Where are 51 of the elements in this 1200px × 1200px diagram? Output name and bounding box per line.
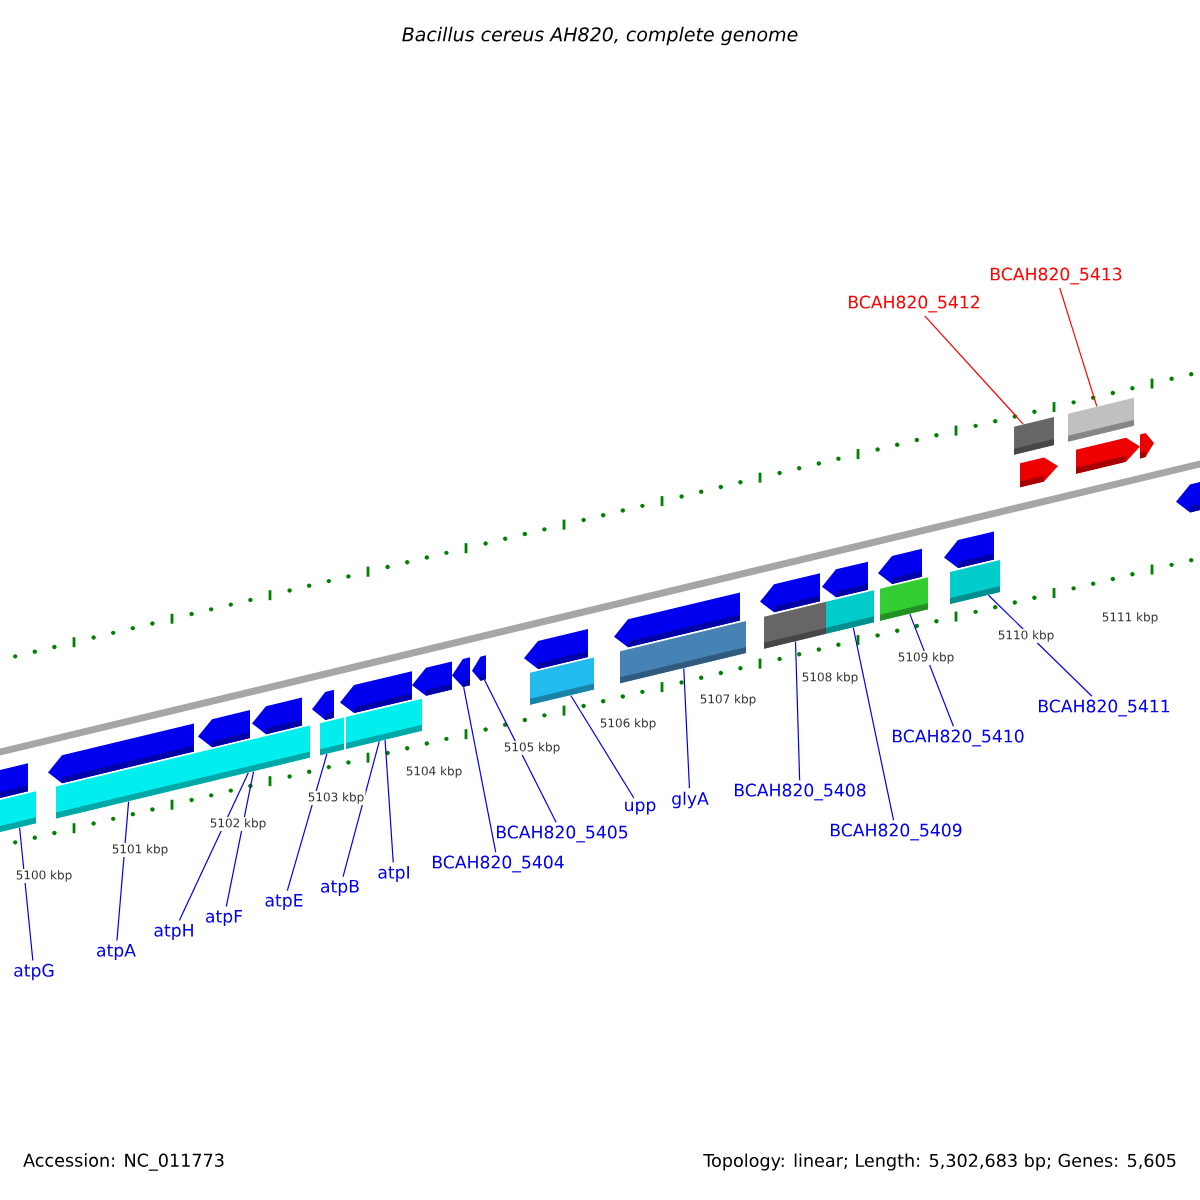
leader-line [570, 694, 635, 799]
gene-label: atpF [206, 910, 243, 927]
leader-line [1059, 287, 1098, 407]
gene-label: BCAH820_5404 [433, 855, 564, 873]
gene-box [826, 590, 874, 634]
leader-line [483, 679, 557, 823]
leader-line [178, 772, 249, 922]
gene-label: atpH [154, 924, 193, 941]
gene-label: BCAH820_5408 [735, 783, 866, 801]
gene-box [950, 560, 1000, 604]
gene-box [320, 717, 344, 756]
gene-box [620, 620, 746, 684]
gene-box [56, 751, 204, 819]
gene-box [204, 725, 310, 784]
gene-feature [472, 655, 486, 681]
gene-box [880, 577, 928, 621]
footer-text: Topology: linear; Length: 5,302,683 bp; Genes: 5,605 [703, 1153, 1176, 1171]
gene-label: glyA [672, 791, 709, 809]
leader-line [225, 771, 255, 908]
gene-box [1068, 397, 1134, 442]
leader-line [683, 667, 691, 789]
leader-line [463, 686, 497, 853]
gene-box [530, 657, 594, 705]
leader-line [19, 827, 34, 962]
leader-line [384, 739, 394, 864]
gene-label: BCAH820_5409 [831, 823, 962, 841]
gene-label: BCAH820_5412 [849, 295, 979, 313]
leader-line [342, 740, 380, 878]
leader-line [987, 594, 1093, 697]
leader-line [909, 613, 955, 727]
gene-label: atpI [378, 866, 409, 883]
gene-label: BCAH820_5411 [1039, 699, 1170, 717]
leader-line [794, 640, 801, 781]
gene-label: atpB [321, 880, 359, 897]
gene-label: atpG [14, 963, 54, 981]
leader-line [116, 801, 130, 942]
leader-line [286, 753, 328, 892]
gene-feature [452, 657, 470, 687]
footer-text: Accession: NC_011773 [23, 1153, 224, 1171]
leader-line [852, 627, 895, 821]
gene-box [0, 791, 36, 832]
gene-box [1014, 417, 1054, 455]
gene-label: atpE [265, 894, 303, 911]
gene-label: upp [625, 801, 656, 815]
gene-label: atpA [97, 944, 136, 961]
gene-box [764, 601, 826, 649]
leader-line [924, 315, 1024, 425]
gene-label: BCAH820_5413 [991, 267, 1122, 285]
gene-label: BCAH820_5405 [497, 825, 628, 843]
title: Bacillus cereus AH820, complete genome [402, 26, 798, 46]
gene-label: BCAH820_5410 [893, 729, 1024, 747]
